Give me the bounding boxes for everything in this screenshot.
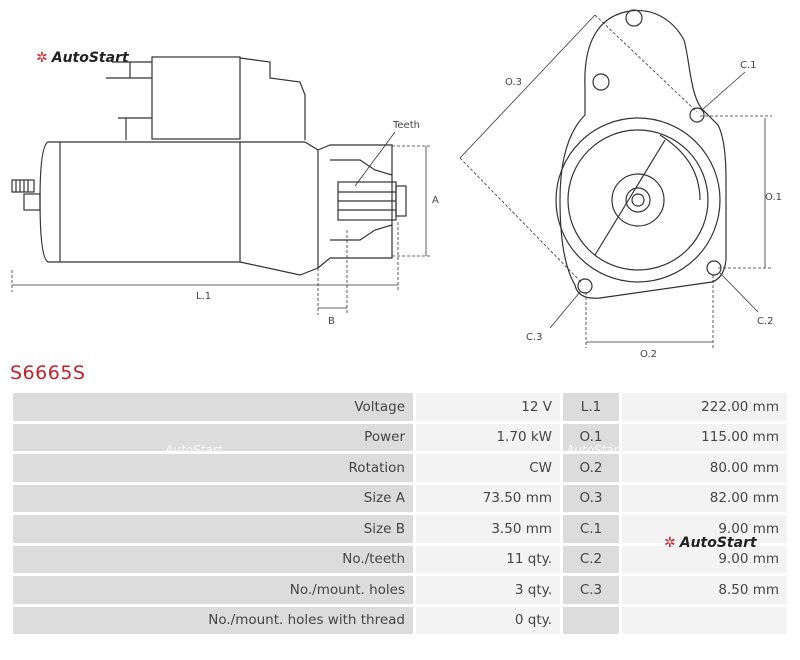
spec-label: Power bbox=[13, 423, 413, 451]
label-a: A bbox=[432, 195, 439, 206]
brand-logo-overlay: ✲ AutoStart bbox=[664, 535, 757, 551]
label-o2: O.2 bbox=[640, 349, 657, 360]
label-teeth: Teeth bbox=[392, 120, 420, 131]
label-c2: C.2 bbox=[757, 316, 774, 327]
brand-name: AutoStart bbox=[51, 50, 129, 66]
spec-label: Size A bbox=[13, 484, 413, 512]
spec-value: 73.50 mm bbox=[416, 484, 560, 512]
table-row: Voltage 12 V L.1 222.00 mm bbox=[13, 393, 787, 421]
table-row: No./mount. holes with thread 0 qty. bbox=[13, 606, 787, 634]
dim-label: L.1 bbox=[563, 393, 619, 421]
spec-label: No./mount. holes bbox=[13, 576, 413, 604]
spec-value: 0 qty. bbox=[416, 606, 560, 634]
table-row: Power 1.70 kW O.1 115.00 mm bbox=[13, 423, 787, 451]
dim-label: O.1 bbox=[563, 423, 619, 451]
label-b: B bbox=[328, 316, 335, 327]
label-c1: C.1 bbox=[740, 60, 757, 71]
spec-value: 12 V bbox=[416, 393, 560, 421]
spec-label: Size B bbox=[13, 515, 413, 543]
spec-value: 3 qty. bbox=[416, 576, 560, 604]
dim-value: 80.00 mm bbox=[622, 454, 787, 482]
label-l1: L.1 bbox=[196, 291, 211, 302]
table-row: Size B 3.50 mm C.1 9.00 mm bbox=[13, 515, 787, 543]
specs-table: Voltage 12 V L.1 222.00 mm Power 1.70 kW… bbox=[10, 390, 790, 637]
spec-label: Rotation bbox=[13, 454, 413, 482]
dim-value: 9.00 mm bbox=[622, 515, 787, 543]
autostart-logo-icon: ✲ bbox=[36, 50, 48, 66]
spec-label: No./teeth bbox=[13, 545, 413, 573]
solenoid-end bbox=[239, 57, 306, 140]
dim-label: C.3 bbox=[563, 576, 619, 604]
motor-body bbox=[39, 141, 241, 263]
spec-value: 3.50 mm bbox=[416, 515, 560, 543]
dim-value: 8.50 mm bbox=[622, 576, 787, 604]
solenoid bbox=[151, 56, 241, 140]
drive-housing bbox=[239, 141, 319, 276]
label-c3: C.3 bbox=[526, 332, 543, 343]
dim-value: 9.00 mm bbox=[622, 545, 787, 573]
dim-label: O.2 bbox=[563, 454, 619, 482]
dim-value: 82.00 mm bbox=[622, 484, 787, 512]
dim-label bbox=[563, 606, 619, 634]
label-o3: O.3 bbox=[505, 77, 522, 88]
spec-value: 11 qty. bbox=[416, 545, 560, 573]
table-row: Size A 73.50 mm O.3 82.00 mm bbox=[13, 484, 787, 512]
starter-technical-drawing: Teeth A B L.1 O.3 C.1 O.1 C.2 C.3 O.2 bbox=[11, 9, 782, 360]
dim-label: C.2 bbox=[563, 545, 619, 573]
spec-label: Voltage bbox=[13, 393, 413, 421]
table-row: No./mount. holes 3 qty. C.3 8.50 mm bbox=[13, 576, 787, 604]
label-o1: O.1 bbox=[765, 192, 782, 203]
table-row: Rotation CW O.2 80.00 mm bbox=[13, 454, 787, 482]
spec-value: CW bbox=[416, 454, 560, 482]
autostart-logo-icon: ✲ bbox=[664, 535, 676, 551]
dim-value: 115.00 mm bbox=[622, 423, 787, 451]
dim-value bbox=[622, 606, 787, 634]
brand-name: AutoStart bbox=[679, 535, 757, 551]
hole-c3 bbox=[577, 278, 593, 294]
spec-label: No./mount. holes with thread bbox=[13, 606, 413, 634]
dim-label: O.3 bbox=[563, 484, 619, 512]
dim-value: 222.00 mm bbox=[622, 393, 787, 421]
dim-label: C.1 bbox=[563, 515, 619, 543]
part-number: S6665S bbox=[10, 362, 86, 384]
spec-value: 1.70 kW bbox=[416, 423, 560, 451]
brand-logo: ✲ AutoStart bbox=[36, 50, 129, 66]
table-row: No./teeth 11 qty. C.2 9.00 mm bbox=[13, 545, 787, 573]
hole-c1 bbox=[689, 107, 705, 123]
